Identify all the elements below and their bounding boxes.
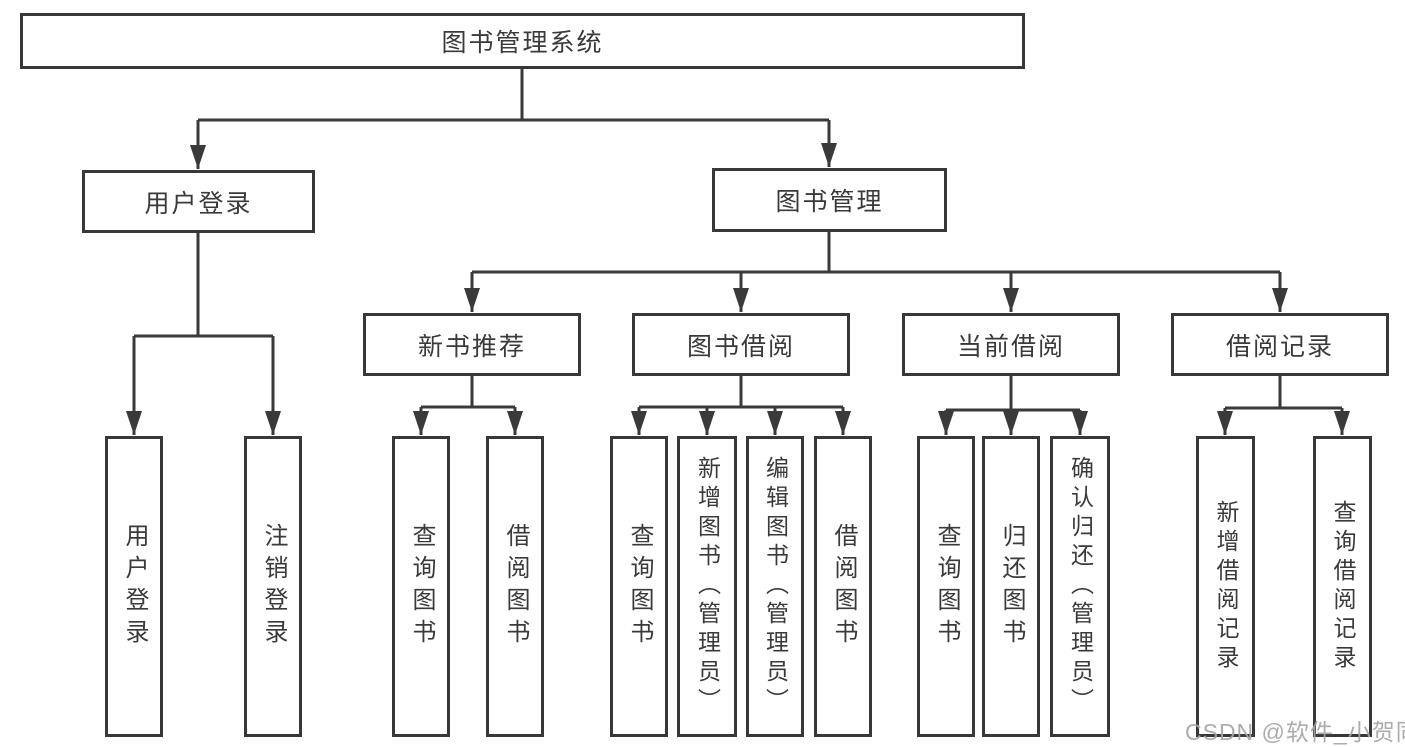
leaf-edit-books-admin-label: 编辑图书（管理员） (762, 456, 789, 717)
connector-root (198, 69, 829, 122)
node-user-login: 用户登录 (82, 170, 315, 233)
leaf-add-books-admin: 新增图书（管理员） (677, 436, 737, 737)
node-user-login-label: 用户登录 (144, 189, 253, 218)
leaf-logout: 注销登录 (244, 436, 302, 737)
node-book-management-label: 图书管理 (775, 188, 884, 216)
leaf-edit-books-admin: 编辑图书（管理员） (746, 436, 804, 737)
node-borrow-records-label: 借阅记录 (1225, 332, 1334, 361)
leaf-user-login: 用户登录 (105, 436, 163, 737)
node-book-borrow-label: 图书借阅 (686, 332, 795, 361)
node-current-borrow-label: 当前借阅 (956, 332, 1065, 361)
connector-borrow-records (1225, 376, 1342, 410)
leaf-return-books: 归还图书 (982, 436, 1040, 737)
leaf-logout-label: 注销登录 (260, 522, 287, 651)
node-new-book-recommend: 新书推荐 (363, 313, 581, 376)
leaf-borrow-books-recommend: 借阅图书 (486, 436, 544, 737)
leaf-query-books-recommend-label: 查询图书 (408, 522, 435, 651)
leaf-add-books-admin-label: 新增图书（管理员） (694, 456, 721, 717)
connector-book-management (472, 232, 1280, 274)
leaf-add-borrow-record-label: 新增借阅记录 (1213, 499, 1239, 674)
node-book-management: 图书管理 (712, 168, 947, 232)
node-current-borrow: 当前借阅 (902, 313, 1120, 376)
node-borrow-records: 借阅记录 (1171, 313, 1389, 376)
connector-new-book (421, 376, 515, 409)
connector-book-borrow (639, 376, 843, 409)
leaf-confirm-return-admin: 确认归还（管理员） (1050, 436, 1110, 737)
leaf-borrow-books: 借阅图书 (814, 436, 872, 737)
leaf-user-login-label: 用户登录 (121, 522, 148, 651)
leaf-query-books-current-label: 查询图书 (933, 522, 960, 651)
node-book-borrow: 图书借阅 (632, 313, 850, 376)
leaf-borrow-books-recommend-label: 借阅图书 (502, 522, 529, 651)
leaf-query-borrow-record-label: 查询借阅记录 (1330, 499, 1356, 674)
node-root-label: 图书管理系统 (441, 29, 604, 57)
connector-user-login (134, 233, 273, 338)
node-new-book-recommend-label: 新书推荐 (417, 332, 526, 361)
node-root: 图书管理系统 (20, 13, 1025, 69)
leaf-confirm-return-admin-label: 确认归还（管理员） (1067, 456, 1094, 717)
leaf-add-borrow-record: 新增借阅记录 (1196, 436, 1255, 737)
connector-current-borrow (946, 376, 1080, 412)
leaf-borrow-books-label: 借阅图书 (830, 522, 857, 651)
leaf-query-borrow-record: 查询借阅记录 (1313, 436, 1372, 737)
leaf-query-books-borrow: 查询图书 (610, 436, 668, 737)
leaf-query-books-borrow-label: 查询图书 (626, 522, 653, 651)
watermark: CSDN @软件_小贺同学 (1185, 719, 1405, 745)
leaf-return-books-label: 归还图书 (998, 522, 1025, 651)
leaf-query-books-recommend: 查询图书 (392, 436, 450, 737)
leaf-query-books-current: 查询图书 (917, 436, 975, 737)
